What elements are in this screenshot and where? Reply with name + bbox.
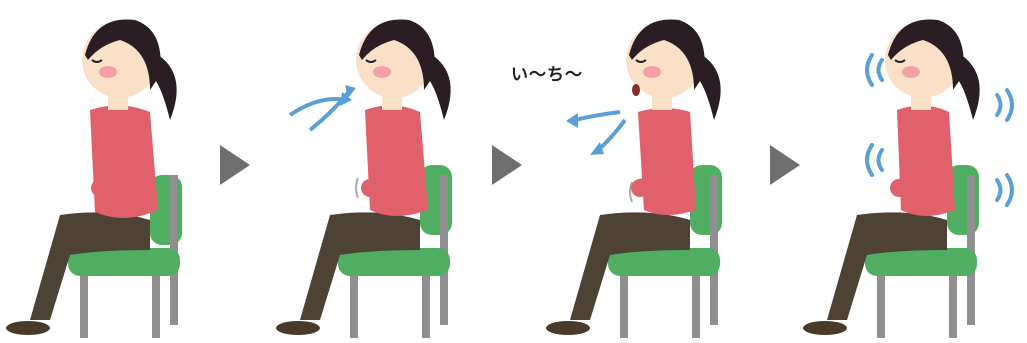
step-2-inhale-panel [270,0,500,343]
seated-woman-illustration [0,0,230,343]
step-arrow-icon [492,145,522,185]
exhale-arrow-icon [575,112,620,120]
step-arrow-icon [770,145,800,185]
step-arrow-icon [220,145,250,185]
exhaling-woman-illustration [540,0,770,343]
step-4-vibrate-panel [797,0,1027,343]
vibrating-woman-illustration [797,0,1027,343]
step-1-sitting-panel [0,0,230,343]
step-3-exhale-panel [540,0,770,343]
inhaling-woman-illustration [270,0,500,343]
